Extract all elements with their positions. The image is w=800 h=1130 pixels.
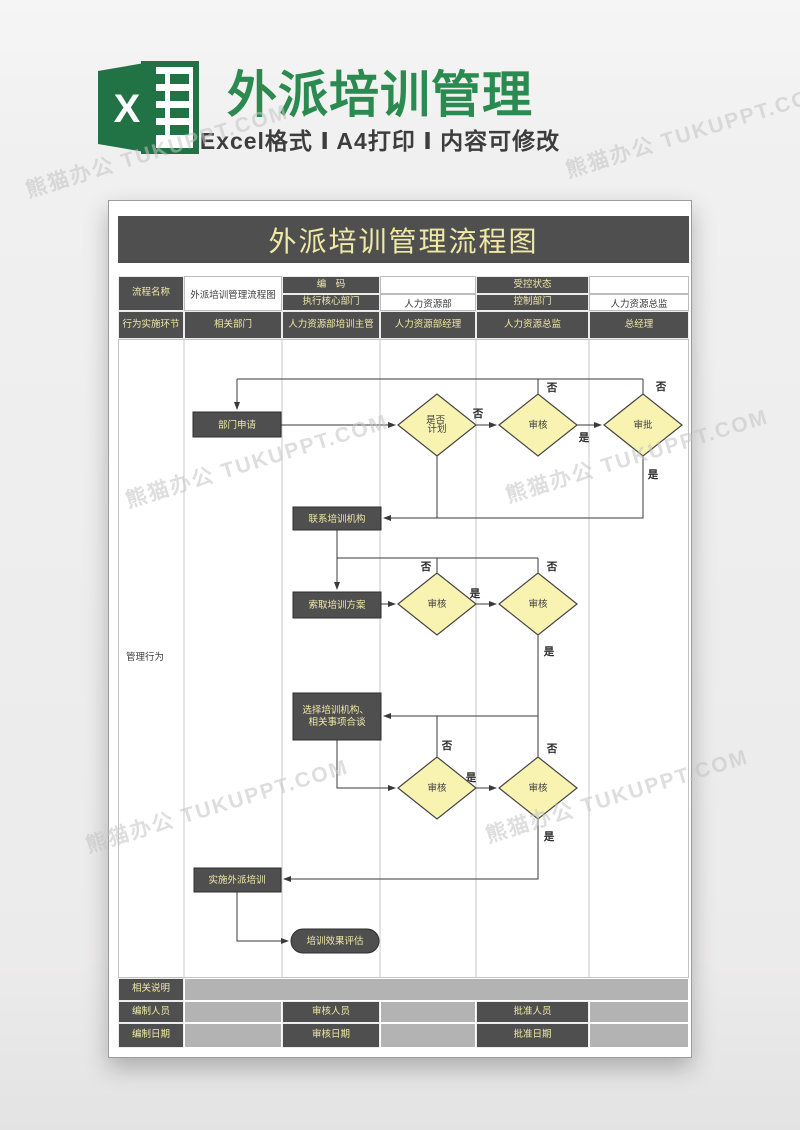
code-value [380,276,476,294]
connector-implement-to-evaluate [236,892,289,944]
decision-review-3 [498,572,578,636]
check-date-value-cell [380,1023,476,1048]
process-name-value: 外派培训管理流程图 [184,276,282,311]
process-select-org-label: 选择培训机构、 相关事项合谈 [302,704,371,728]
decision-review-2 [397,572,477,636]
terminator-evaluate-label: 培训效果评估 [306,935,364,947]
banner-title: 外派培训管理 [227,67,533,123]
edge-label-yes: 是 [647,469,659,481]
excel-logo-icon: X [98,60,202,155]
connector-approve-yes-to-contact [383,456,644,521]
edge-label-no: 否 [546,561,558,573]
decision-review-4 [397,756,477,820]
connector-yes-to-implement [283,819,539,882]
banner-subtitle: Excel格式 Ⅰ A4打印 Ⅰ 内容可修改 [199,128,561,154]
decision-approve-label: 审批 [633,419,653,431]
column-header-1: 相关部门 [184,311,282,339]
decision-review-3-label: 审核 [528,598,548,610]
decision-plan-check [397,393,477,457]
decision-approve [603,393,683,457]
sheet-title: 外派培训管理流程图 [118,216,689,263]
column-header-4: 人力资源总监 [476,311,589,339]
process-implement [193,867,282,893]
control-status-value [589,276,689,294]
connector-selectorg-to-review4 [336,740,396,791]
edge-label-no: 否 [546,382,558,394]
control-dept-value: 人力资源总监 [589,294,689,311]
exec-dept-value: 人力资源部 [380,294,476,311]
control-status-label: 受控状态 [476,276,589,294]
edge-label-yes: 是 [469,588,481,600]
process-request-plan [292,591,382,619]
maker-label: 编制人员 [118,1001,184,1023]
control-dept-label: 控制部门 [476,294,589,311]
decision-review-5 [498,756,578,820]
edge-label-no: 否 [420,561,432,573]
checker-label: 审核人员 [282,1001,380,1023]
edge-label-no: 否 [441,740,453,752]
process-contact-org [292,506,382,531]
decision-review-1-label: 审核 [528,419,548,431]
decision-review-5-label: 审核 [528,782,548,794]
make-date-label: 编制日期 [118,1023,184,1048]
exec-dept-label: 执行核心部门 [282,294,380,311]
process-dept-request [192,411,282,438]
process-implement-label: 实施外派培训 [208,874,265,886]
edge-label-no: 否 [546,743,558,755]
edge-label-yes: 是 [578,432,590,444]
excel-logo-letter: X [114,87,141,131]
edge-label-no: 否 [472,408,484,420]
decision-review-1 [498,393,578,457]
approver-label: 批准人员 [476,1001,589,1023]
process-name-label: 流程名称 [118,276,184,311]
flowchart-area: 管理行为 [118,339,689,978]
maker-value-cell [184,1001,282,1023]
watermark: 熊猫办公 TUKUPPT.COM [563,80,800,183]
process-dept-request-label: 部门申请 [218,419,257,431]
check-date-label: 审核日期 [282,1023,380,1048]
process-contact-org-label: 联系培训机构 [308,513,365,525]
edge-label-yes: 是 [543,831,555,843]
approve-date-label: 批准日期 [476,1023,589,1048]
sheet-card: 外派培训管理流程图 流程名称 外派培训管理流程图 编 码 受控状态 执行核心部门… [108,200,692,1058]
edge-label-yes: 是 [543,646,555,658]
make-date-value-cell [184,1023,282,1048]
row-label: 管理行为 [126,651,164,663]
approver-value-cell [589,1001,689,1023]
column-header-5: 总经理 [589,311,689,339]
column-header-0: 行为实施环节 [118,311,184,339]
code-label: 编 码 [282,276,380,294]
column-header-2: 人力资源部培训主管 [282,311,380,339]
flowchart-border [118,339,689,978]
decision-review-4-label: 审核 [427,782,447,794]
decision-review-2-label: 审核 [427,598,447,610]
column-header-3: 人力资源部经理 [380,311,476,339]
terminator-evaluate [290,928,380,954]
excel-logo-cover [98,61,156,154]
process-request-plan-label: 索取培训方案 [308,599,366,611]
decision-plan-check-label: 是否 计划 [426,415,448,435]
note-label: 相关说明 [118,978,184,1001]
note-value-cell [184,978,689,1001]
approve-date-value-cell [589,1023,689,1048]
edge-label-no: 否 [655,381,667,393]
checker-value-cell [380,1001,476,1023]
process-select-org [292,692,382,741]
